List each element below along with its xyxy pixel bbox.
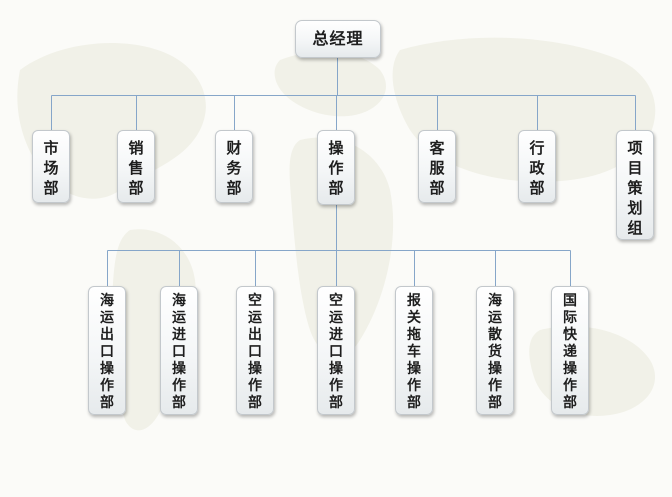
department-node-administration: 行政部 — [518, 130, 556, 203]
ops-unit-label: 海运散货操作部 — [488, 293, 502, 411]
department-label: 财务部 — [226, 139, 242, 197]
general-manager-label: 总经理 — [312, 29, 364, 48]
department-label: 项目策划组 — [627, 139, 643, 237]
general-manager-node: 总经理 — [295, 20, 381, 58]
ops-unit-node-sea-export: 海运出口操作部 — [88, 286, 126, 415]
ops-unit-node-sea-bulk: 海运散货操作部 — [476, 286, 514, 415]
ops-unit-label: 空运出口操作部 — [248, 293, 262, 411]
ops-unit-node-sea-import: 海运进口操作部 — [160, 286, 198, 415]
ops-unit-label: 报关拖车操作部 — [407, 293, 421, 411]
ops-unit-node-intl-express: 国际快递操作部 — [551, 286, 589, 415]
department-node-marketing: 市场部 — [32, 130, 70, 203]
ops-unit-node-customs-trucking: 报关拖车操作部 — [395, 286, 433, 415]
ops-unit-label: 国际快递操作部 — [563, 293, 577, 411]
department-node-operations: 操作部 — [317, 130, 355, 205]
department-node-customer-service: 客服部 — [418, 130, 456, 203]
department-node-finance: 财务部 — [215, 130, 253, 203]
department-label: 操作部 — [328, 139, 344, 197]
ops-unit-label: 海运进口操作部 — [172, 293, 186, 411]
department-label: 市场部 — [43, 139, 59, 197]
department-node-project-planning: 项目策划组 — [616, 130, 654, 240]
department-label: 客服部 — [429, 139, 445, 197]
department-label: 销售部 — [128, 139, 144, 197]
ops-unit-node-air-export: 空运出口操作部 — [236, 286, 274, 415]
ops-unit-label: 海运出口操作部 — [100, 293, 114, 411]
ops-unit-label: 空运进口操作部 — [329, 293, 343, 411]
department-label: 行政部 — [529, 139, 545, 197]
department-node-sales: 销售部 — [117, 130, 155, 203]
ops-unit-node-air-import: 空运进口操作部 — [317, 286, 355, 415]
